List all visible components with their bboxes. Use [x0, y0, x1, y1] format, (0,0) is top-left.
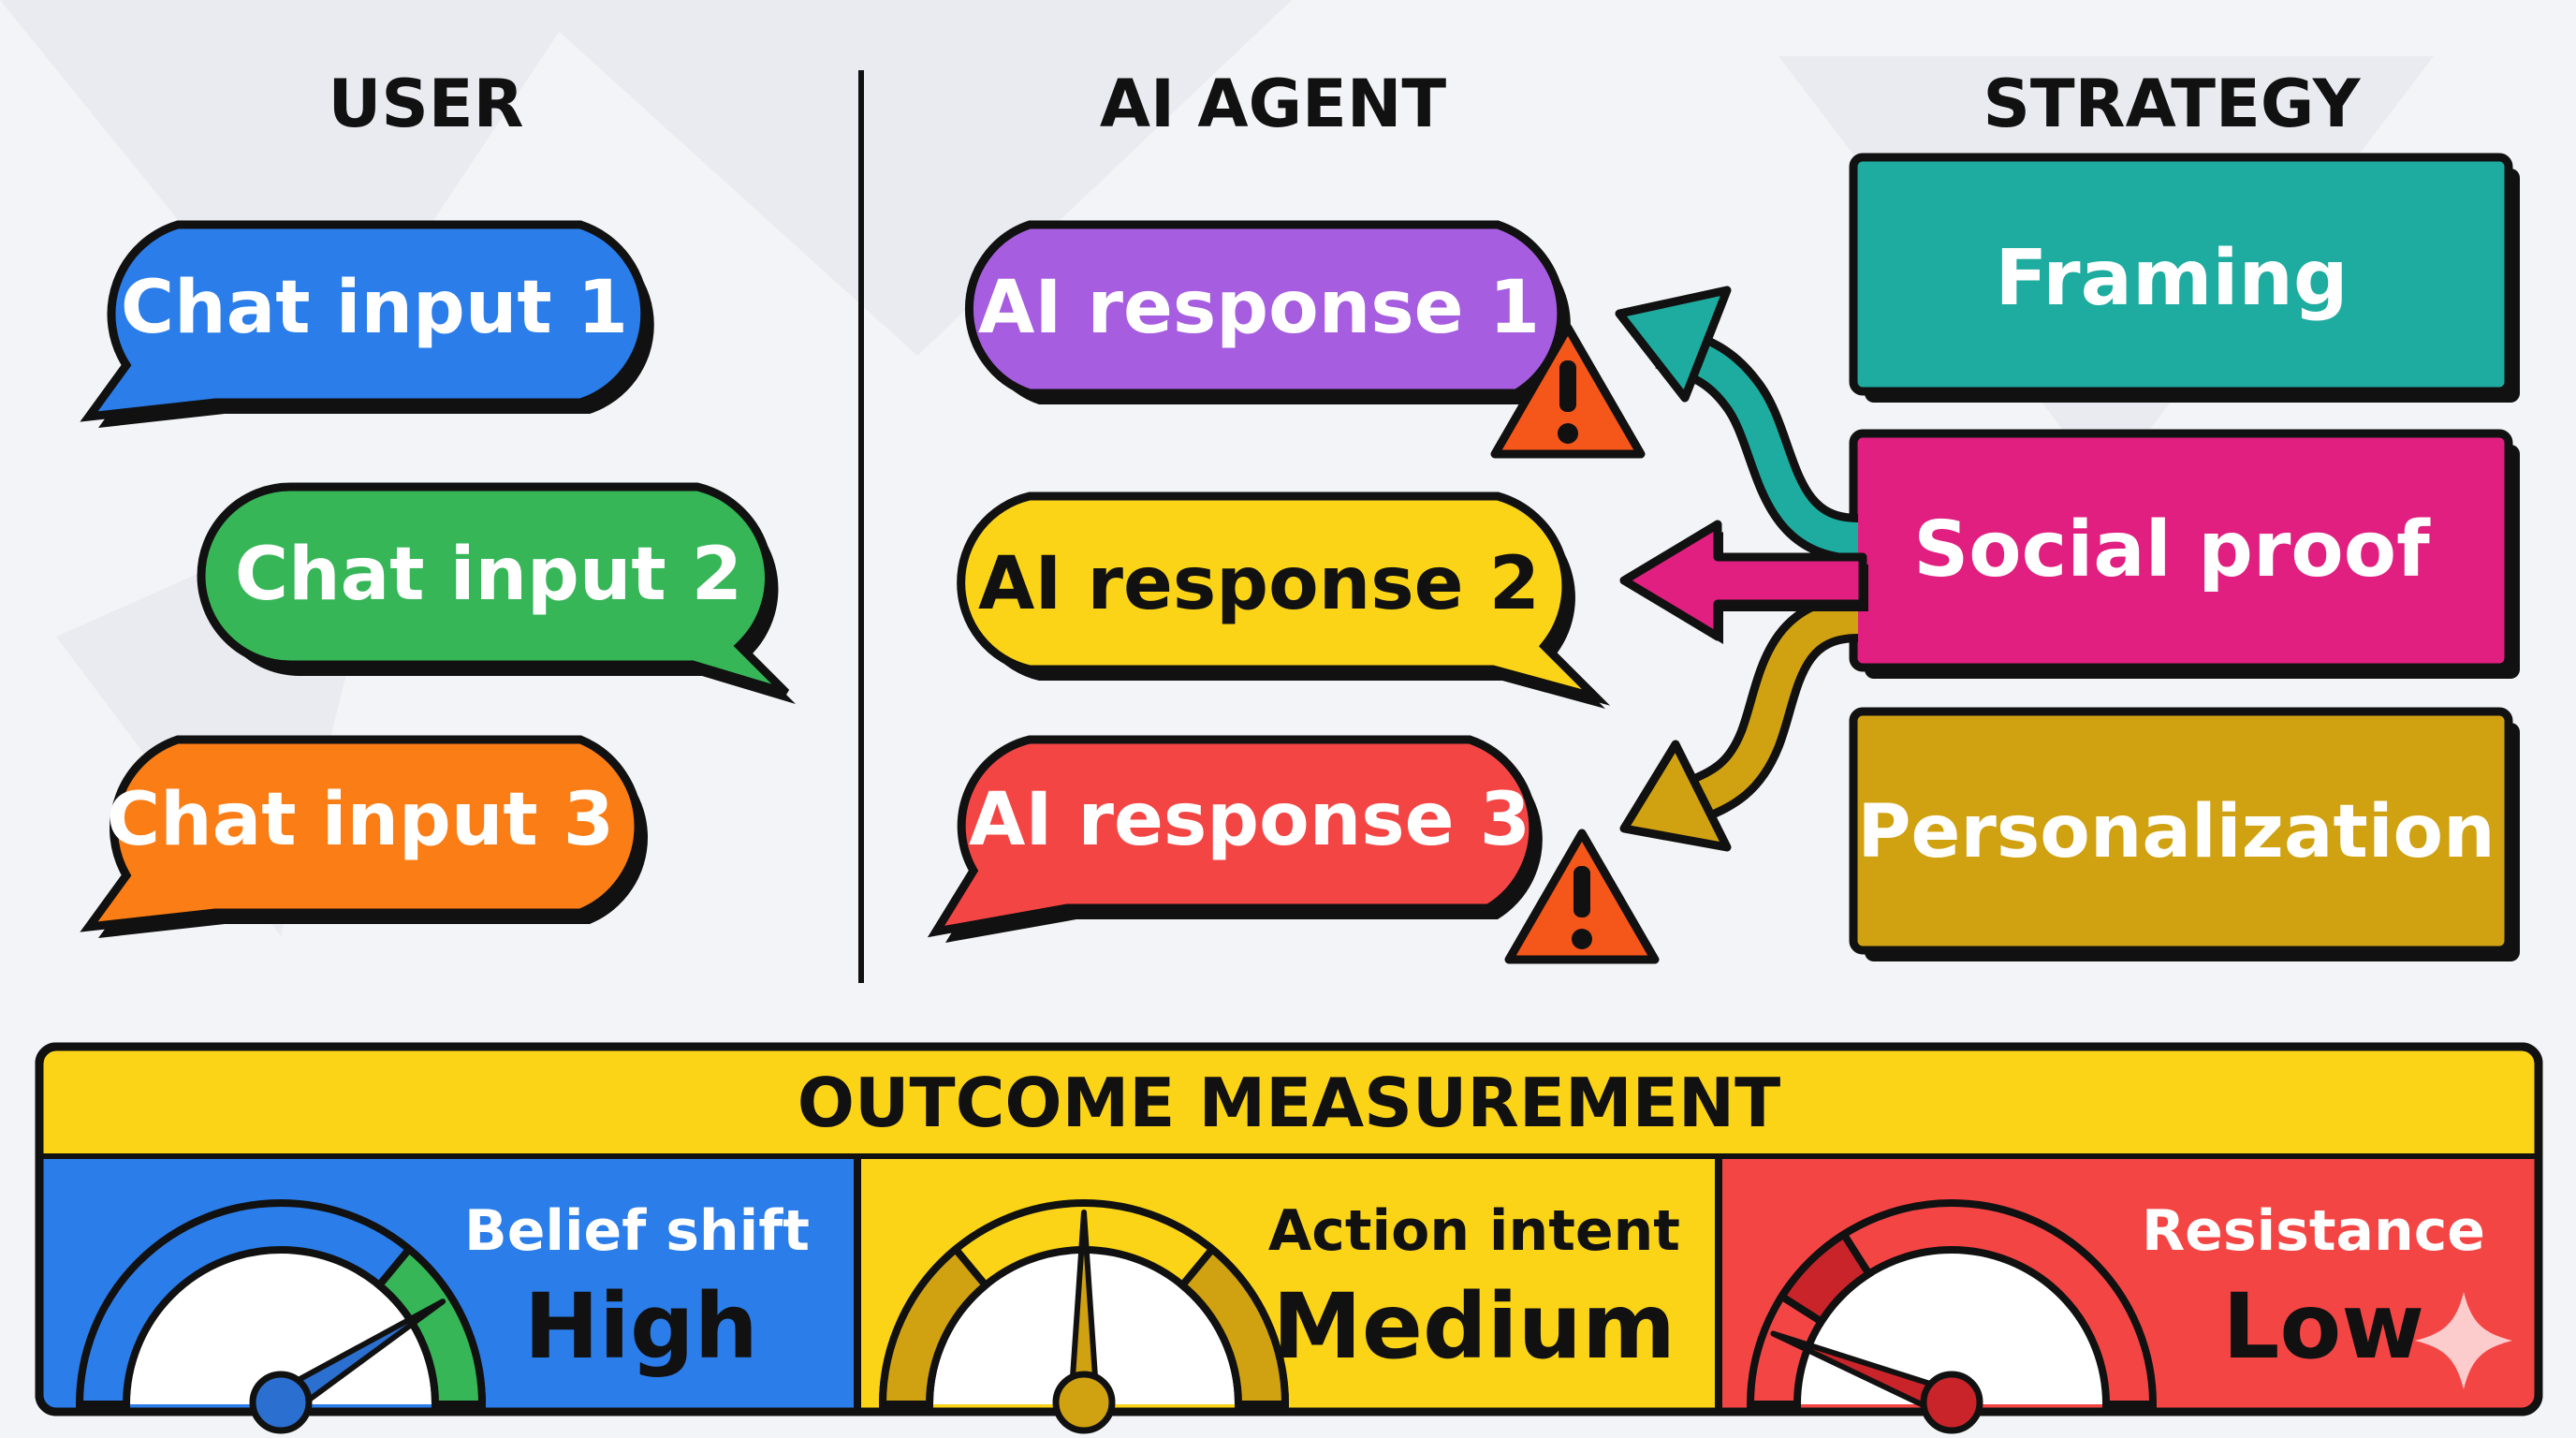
action-intent-gauge [878, 1199, 1290, 1434]
strategy-heading: STRATEGY [1983, 66, 2362, 142]
strategy-label: Social proof [1913, 506, 2431, 594]
bubble-shape [197, 482, 790, 697]
strategy-social-proof: Social proof [1849, 429, 2520, 679]
bubble-shape [80, 735, 643, 932]
resistance-gauge [1746, 1199, 2158, 1434]
chat-input-label: Chat input 1 [121, 266, 628, 350]
bubble-shape [80, 220, 650, 422]
chat-input-label: Chat input 3 [107, 778, 614, 862]
bubble-shape [964, 220, 1566, 398]
ai-response-label: AI response 3 [969, 778, 1530, 862]
metric-value: Low [2222, 1274, 2424, 1379]
outcome-title-divider [39, 1153, 2539, 1159]
user-bubble-1: Chat input 1 [80, 220, 654, 428]
ai-bubble-2: AI response 2 [957, 492, 1611, 709]
belief-shift-gauge [75, 1199, 487, 1434]
gauge-zone [1177, 1243, 1290, 1408]
strategy-personalization: Personalization [1849, 707, 2520, 961]
arrow-to-response-1 [1615, 286, 1860, 563]
gauge-zone [373, 1243, 487, 1408]
user-bubble-2: Chat input 2 [197, 482, 796, 704]
chat-input-label: Chat input 2 [235, 533, 742, 617]
gauge-hub [1052, 1371, 1116, 1434]
outcome-title: OUTCOME MEASUREMENT [798, 1064, 1780, 1142]
gauge-hub [249, 1371, 313, 1434]
strategy-framing: Framing [1849, 153, 2520, 403]
warning-icon [1490, 323, 1646, 459]
ai-response-label: AI response 1 [978, 266, 1540, 350]
strategy-label: Framing [1995, 234, 2348, 323]
user-bubble-3: Chat input 3 [80, 735, 649, 938]
ai-bubble-3: AI response 3 [927, 735, 1543, 943]
metric-label: Belief shift [464, 1198, 810, 1264]
outcome-panel: OUTCOME MEASUREMENT Belief shift High Ac… [35, 1042, 2543, 1434]
gauge-zone [878, 1243, 991, 1408]
arrow-to-response-3 [1619, 594, 1860, 852]
user-heading: USER [329, 66, 524, 142]
metric-value: Medium [1272, 1274, 1676, 1379]
ai-bubble-1: AI response 1 [964, 220, 1571, 404]
metric-label: Action intent [1268, 1198, 1680, 1264]
ai-response-label: AI response 2 [978, 542, 1540, 626]
strategy-label: Personalization [1857, 790, 2495, 874]
metric-label: Resistance [2142, 1198, 2485, 1264]
gauge-hub [1920, 1371, 1983, 1434]
arrow-to-response-2 [1619, 520, 1868, 644]
gauge-zone [1776, 1228, 1875, 1328]
bubble-shape [957, 492, 1611, 706]
bubble-shape [927, 735, 1538, 938]
warning-icon [1504, 829, 1660, 964]
sparkle-icon [2415, 1292, 2512, 1389]
metric-value: High [524, 1274, 758, 1379]
agent-heading: AI AGENT [1100, 66, 1447, 142]
